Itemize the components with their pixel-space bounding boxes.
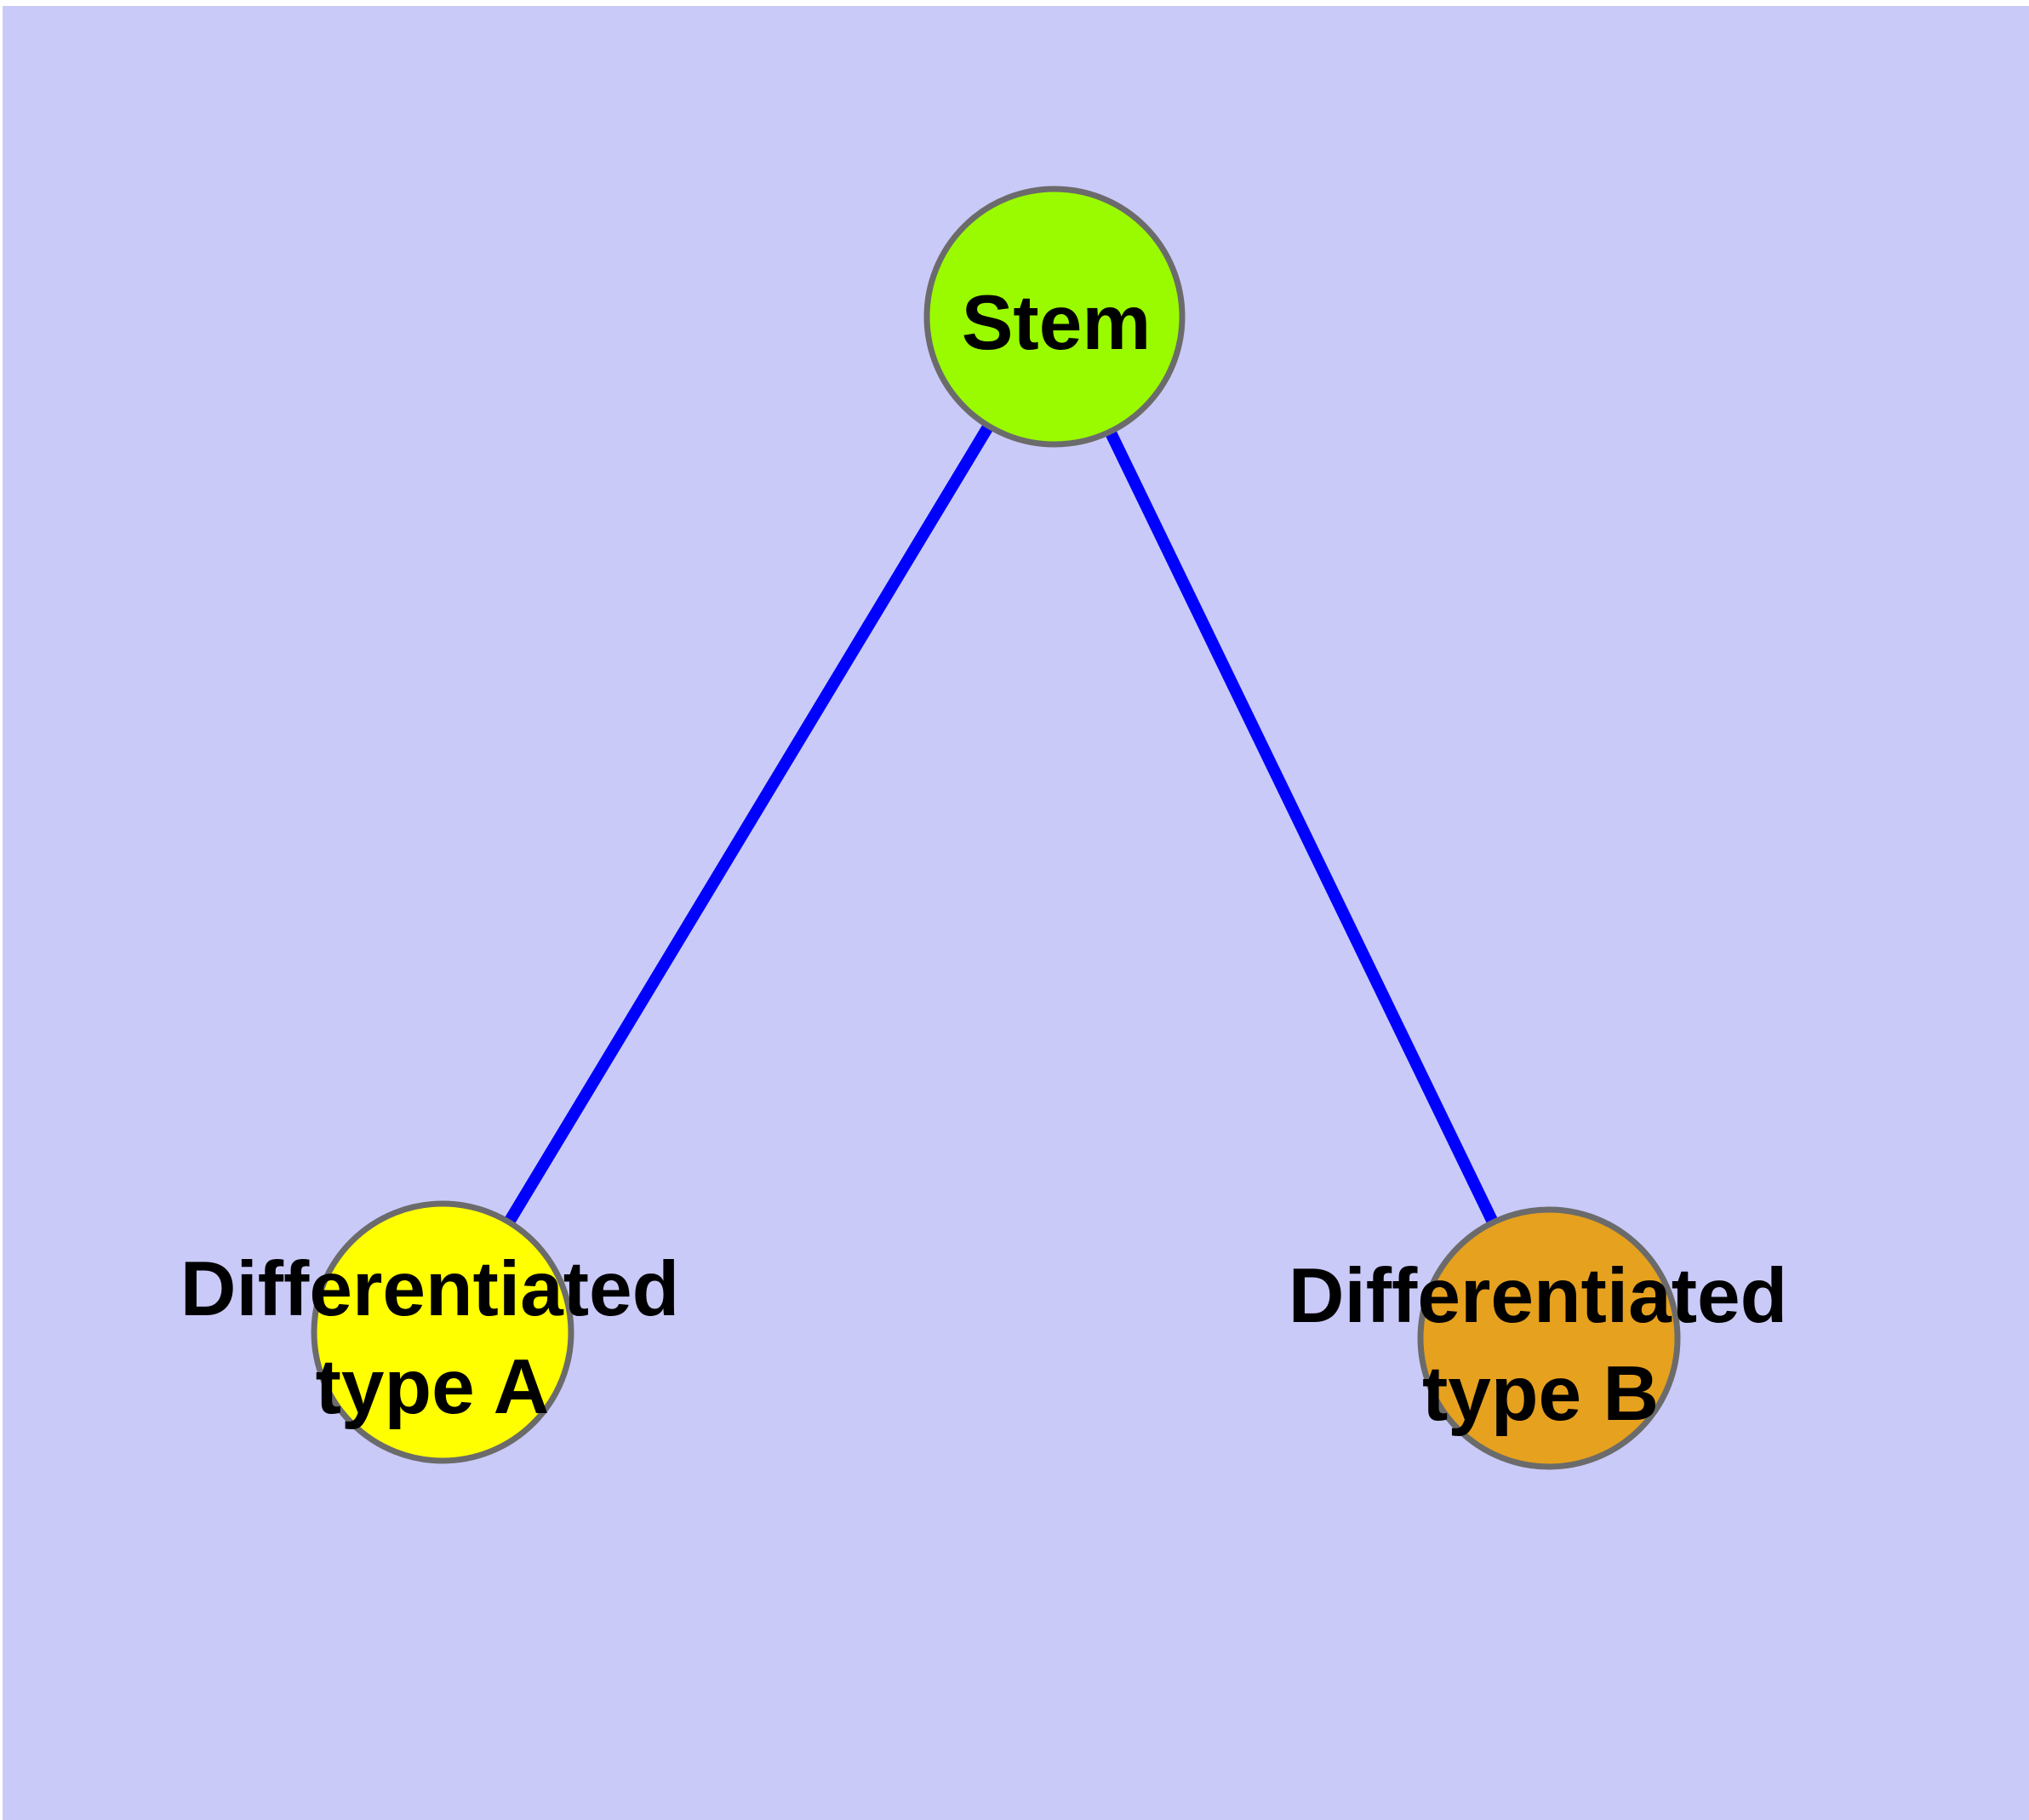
node-stem (923, 186, 1186, 448)
node-type-a-label-line2: type A (316, 1344, 550, 1430)
node-differentiated-type-b (1417, 1206, 1681, 1470)
node-stem-label: Stem (962, 280, 1152, 366)
node-type-b-label-line2: type B (1422, 1351, 1659, 1437)
node-type-b-label-line1: Differentiated (1289, 1253, 1788, 1339)
node-type-a-label-line1: Differentiated (180, 1246, 680, 1332)
edge-stem-to-type-a (437, 313, 1060, 1336)
edge-stem-to-type-b (1049, 313, 1555, 1342)
node-differentiated-type-a (311, 1200, 574, 1464)
